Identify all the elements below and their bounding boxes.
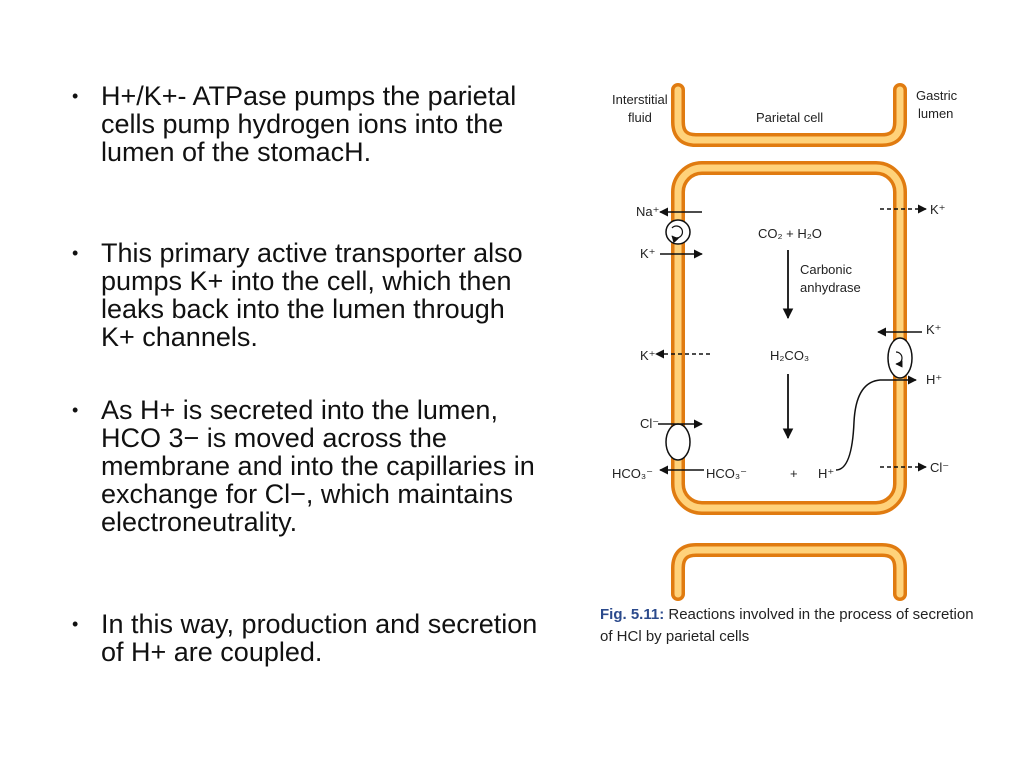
figure-caption: Fig. 5.11: Reactions involved in the pro…: [600, 604, 990, 648]
bullet-item: • In this way, production and secretion …: [72, 610, 542, 666]
label-k-left-top: K⁺: [640, 246, 656, 261]
bullet-symbol: •: [72, 243, 79, 263]
label-cl-right: Cl⁻: [930, 460, 949, 475]
bullet-item: • H+/K+- ATPase pumps the parietal cells…: [72, 82, 542, 166]
bullet-text: This primary active transporter also pum…: [101, 238, 523, 352]
bullet-text: H+/K+- ATPase pumps the parietal cells p…: [101, 81, 517, 167]
h-k-atpase: [887, 337, 913, 379]
bullet-text: As H+ is secreted into the lumen, HCO 3−…: [101, 395, 535, 537]
label-h-in: H⁺: [818, 466, 834, 481]
cell-membrane: [671, 161, 907, 515]
label-co2-h2o: CO₂ + H₂O: [758, 226, 822, 241]
parietal-cell-diagram: Interstitial fluid Parietal cell Gastric…: [612, 83, 958, 601]
label-hco3-out: HCO₃⁻: [612, 466, 653, 481]
bullet-symbol: •: [72, 614, 79, 634]
label-parietal-cell: Parietal cell: [756, 110, 823, 125]
label-gastric: Gastric: [916, 88, 958, 103]
label-interstitial: Interstitial: [612, 92, 668, 107]
label-h2co3: H₂CO₃: [770, 348, 809, 363]
label-k-right-top: K⁺: [930, 202, 946, 217]
caption-text: Reactions involved in the process of sec…: [600, 606, 974, 645]
label-k-right-mid: K⁺: [926, 322, 942, 337]
label-cl-left: Cl⁻: [640, 416, 659, 431]
label-plus: +: [790, 466, 798, 481]
label-hco3-in: HCO₃⁻: [706, 466, 747, 481]
caption-fig-label: Fig. 5.11:: [600, 606, 665, 623]
na-k-pump: [665, 219, 691, 245]
bullet-text: In this way, production and secretion of…: [101, 609, 538, 667]
cl-hco3-exchanger: [665, 423, 691, 461]
label-anhydrase: anhydrase: [800, 280, 861, 295]
label-h-right: H⁺: [926, 372, 942, 387]
label-na: Na⁺: [636, 204, 659, 219]
parietal-cell-figure: Interstitial fluid Parietal cell Gastric…: [600, 82, 980, 672]
bullet-symbol: •: [72, 86, 79, 106]
label-lumen: lumen: [918, 106, 953, 121]
label-carbonic: Carbonic: [800, 262, 853, 277]
bullet-item: • As H+ is secreted into the lumen, HCO …: [72, 396, 542, 536]
bullet-symbol: •: [72, 400, 79, 420]
bullet-item: • This primary active transporter also p…: [72, 239, 542, 351]
membrane-bottom: [671, 543, 907, 601]
label-k-left-mid: K⁺: [640, 348, 656, 363]
label-fluid: fluid: [628, 110, 652, 125]
